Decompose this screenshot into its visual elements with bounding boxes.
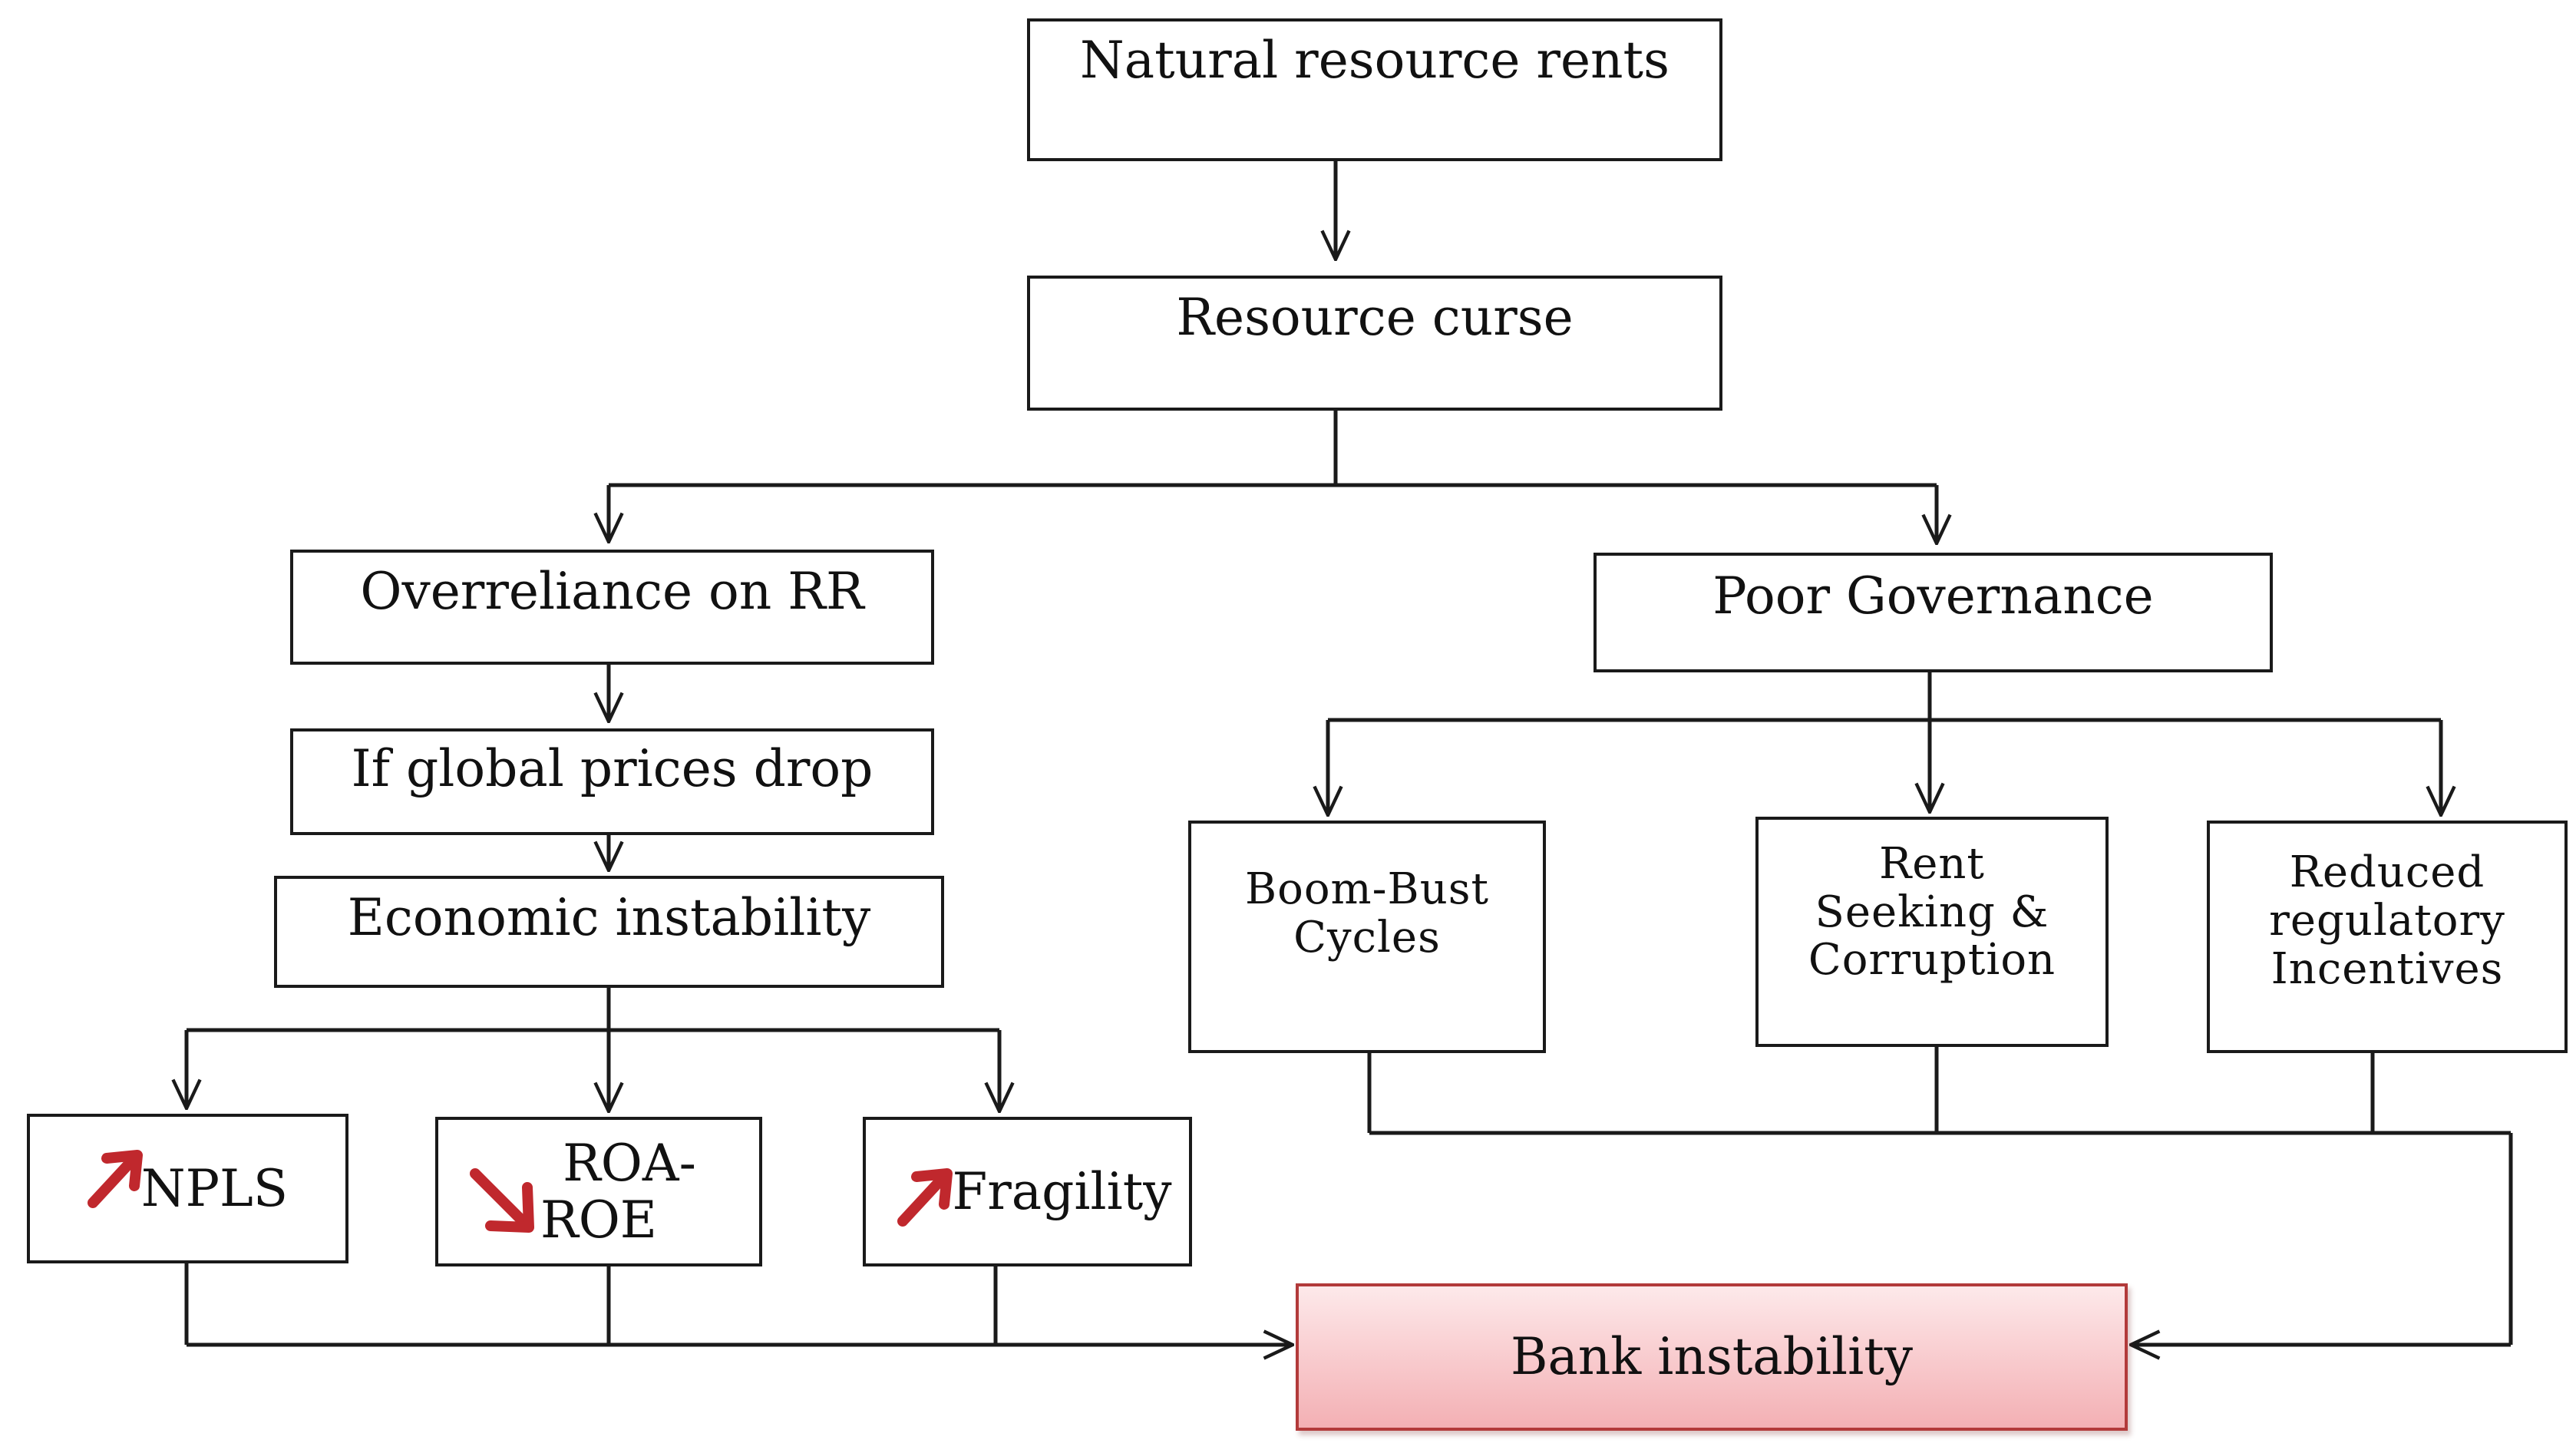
node-npls: NPLS	[27, 1114, 348, 1263]
node-economic-instability: Economic instability	[274, 876, 944, 988]
node-overreliance: Overreliance on RR	[290, 550, 934, 665]
node-reduced-regulatory-line-1: Reduced	[2289, 847, 2485, 898]
node-boom-bust: Boom-Bust Cycles	[1188, 821, 1546, 1053]
node-bank-instability: Bank instability	[1296, 1283, 2128, 1431]
red-up-arrow-icon	[88, 1150, 143, 1208]
node-economic-instability-label: Economic instability	[347, 888, 871, 947]
node-reduced-regulatory-line-3: Incentives	[2271, 943, 2504, 994]
node-reduced-regulatory-line-2: regulatory	[2269, 896, 2505, 946]
red-down-arrow-icon	[470, 1168, 534, 1233]
node-overreliance-label: Overreliance on RR	[360, 562, 864, 621]
node-reduced-regulatory: Reduced regulatory Incentives	[2207, 821, 2568, 1053]
node-bank-instability-label: Bank instability	[1510, 1327, 1914, 1387]
node-poor-governance: Poor Governance	[1593, 553, 2273, 672]
node-fragility-label: Fragility	[952, 1161, 1172, 1221]
red-up-arrow-icon	[897, 1168, 953, 1227]
node-rent-seeking-line-3: Corruption	[1808, 935, 2056, 986]
node-global-prices: If global prices drop	[290, 728, 934, 835]
node-global-prices-label: If global prices drop	[351, 739, 874, 798]
node-rent-seeking-line-1: Rent	[1879, 838, 1985, 889]
node-roa-roe-line-2: ROE	[540, 1190, 657, 1250]
node-rent-seeking-line-2: Seeking &	[1815, 887, 2049, 937]
node-natural-resource-rents-label: Natural resource rents	[1080, 31, 1669, 90]
node-resource-curse: Resource curse	[1027, 276, 1722, 411]
node-natural-resource-rents: Natural resource rents	[1027, 18, 1722, 161]
node-boom-bust-line-1: Boom-Bust	[1244, 864, 1490, 914]
node-roa-roe: ROA- ROE	[435, 1117, 762, 1266]
node-fragility: Fragility	[863, 1117, 1192, 1266]
node-resource-curse-label: Resource curse	[1176, 288, 1574, 347]
node-boom-bust-line-2: Cycles	[1293, 912, 1441, 963]
node-npls-label: NPLS	[140, 1158, 289, 1218]
node-roa-roe-line-1: ROA-	[563, 1133, 696, 1193]
node-poor-governance-label: Poor Governance	[1712, 566, 2154, 626]
node-rent-seeking: Rent Seeking & Corruption	[1755, 817, 2109, 1047]
